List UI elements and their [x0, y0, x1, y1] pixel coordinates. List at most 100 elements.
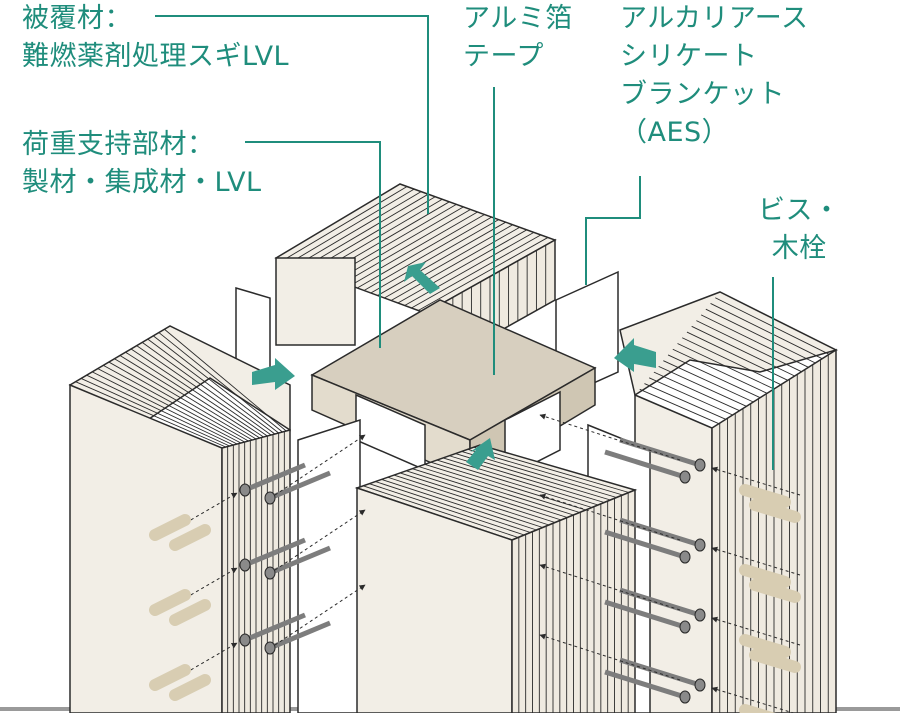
- screw-shank: [604, 669, 686, 700]
- screw-shank: [269, 545, 331, 576]
- screw-head: [264, 566, 276, 580]
- lamination-line: [108, 361, 249, 442]
- screw-shank: [619, 587, 701, 618]
- screw-shank: [269, 620, 331, 651]
- label-aes-line1: アルカリアース: [620, 3, 809, 34]
- screw-shank: [619, 657, 701, 688]
- lamination-line: [384, 224, 513, 299]
- label-cladding-line1: 被覆材：: [22, 3, 132, 34]
- wood-dowel: [149, 514, 191, 541]
- wood-dowel: [169, 524, 211, 551]
- label-aluminum-tape-line2: テープ: [463, 41, 544, 72]
- lamination-line: [411, 234, 542, 309]
- screw-shank: [244, 612, 306, 643]
- lamination-line: [658, 365, 747, 407]
- lamination-line: [147, 338, 276, 435]
- lamination-line: [141, 342, 272, 436]
- lamination-line: [357, 214, 485, 289]
- lamination-line: [97, 368, 242, 444]
- front-top-lines: [363, 446, 629, 538]
- lamination-line: [387, 476, 543, 528]
- label-load-member: 荷重支持部材： 製材・集成材・LVL: [22, 126, 262, 202]
- insertion-guide: [539, 413, 681, 461]
- lamination-line: [404, 231, 535, 306]
- arrow-right: [614, 338, 656, 372]
- lamination-line: [103, 364, 245, 443]
- lamination-line: [406, 470, 562, 521]
- screw-head: [239, 483, 251, 497]
- lamination-line: [86, 374, 234, 446]
- arrow-front: [466, 438, 495, 470]
- insertion-guide: [539, 563, 681, 611]
- lamination-line: [424, 463, 580, 513]
- lamination-line: [397, 229, 528, 304]
- fasteners-group: [149, 413, 801, 713]
- lamination-line: [672, 348, 768, 394]
- lamination-line: [377, 221, 506, 296]
- lamination-line: [336, 206, 464, 281]
- lamination-line: [289, 188, 415, 264]
- label-aes-line4: （AES）: [620, 117, 730, 148]
- lamination-line: [653, 371, 740, 412]
- label-aluminum-tape-line1: アルミ箔: [463, 3, 573, 34]
- lamination-line: [369, 483, 525, 536]
- lamination-line: [667, 354, 761, 399]
- label-cladding: 被覆材： 難燃薬剤処理スギLVL: [22, 0, 289, 76]
- lamination-line: [125, 351, 261, 439]
- insertion-guide: [539, 493, 681, 541]
- lamination-line: [648, 377, 733, 416]
- lamination-line: [710, 303, 823, 360]
- lamination-line: [282, 186, 408, 261]
- assembly-arrows: [252, 262, 656, 470]
- lamination-line: [153, 335, 279, 434]
- screw-head: [679, 550, 691, 564]
- lamination-line: [390, 226, 520, 301]
- left-top-lines: [75, 328, 287, 448]
- lamination-line: [80, 378, 230, 447]
- lamination-line: [436, 459, 593, 508]
- lamination-line: [696, 320, 802, 373]
- screw-shank: [244, 462, 306, 493]
- right-top-lines: [639, 297, 830, 425]
- screw-head: [694, 608, 706, 622]
- lamination-line: [381, 478, 537, 531]
- wood-dowel: [169, 599, 211, 626]
- lamination-line: [430, 461, 586, 511]
- wood-dowel: [739, 634, 791, 658]
- lamination-line: [296, 191, 422, 266]
- lamination-line: [164, 328, 287, 432]
- screw-shank: [619, 517, 701, 548]
- label-load-member-line1: 荷重支持部材：: [22, 129, 215, 160]
- wood-dowel: [739, 704, 776, 713]
- wood-dowel: [739, 564, 791, 588]
- lamination-line: [92, 371, 238, 445]
- label-aes-blanket: アルカリアース シリケート ブランケット （AES）: [620, 0, 808, 152]
- lamination-line: [705, 308, 816, 364]
- screw-shank: [269, 470, 331, 501]
- lamination-line: [677, 343, 775, 390]
- screw-head: [679, 690, 691, 704]
- screw-head: [694, 678, 706, 692]
- screw-head: [239, 633, 251, 647]
- front-cladding-panel: [354, 444, 638, 713]
- lamination-line: [686, 331, 788, 381]
- insertion-guide: [274, 509, 366, 571]
- lamination-line: [393, 474, 550, 526]
- wood-dowel: [749, 649, 801, 673]
- label-aes-line2: シリケート: [620, 41, 758, 72]
- lamination-line: [700, 314, 809, 368]
- label-fasteners-line2: 木栓: [771, 233, 827, 264]
- lamination-line: [119, 355, 257, 440]
- arrow-left: [252, 358, 295, 390]
- label-fasteners-line1: ビス・: [758, 195, 841, 226]
- lamination-line: [136, 345, 268, 437]
- leader-lines: [155, 15, 774, 470]
- label-fasteners: ビス・ 木栓: [758, 192, 841, 268]
- wood-dowel: [149, 664, 191, 691]
- lamination-line: [473, 446, 629, 493]
- lamination-line: [370, 219, 499, 294]
- insertion-guide: [274, 434, 366, 496]
- screw-head: [264, 641, 276, 655]
- wood-dowel: [749, 499, 801, 523]
- lamination-line: [644, 383, 726, 420]
